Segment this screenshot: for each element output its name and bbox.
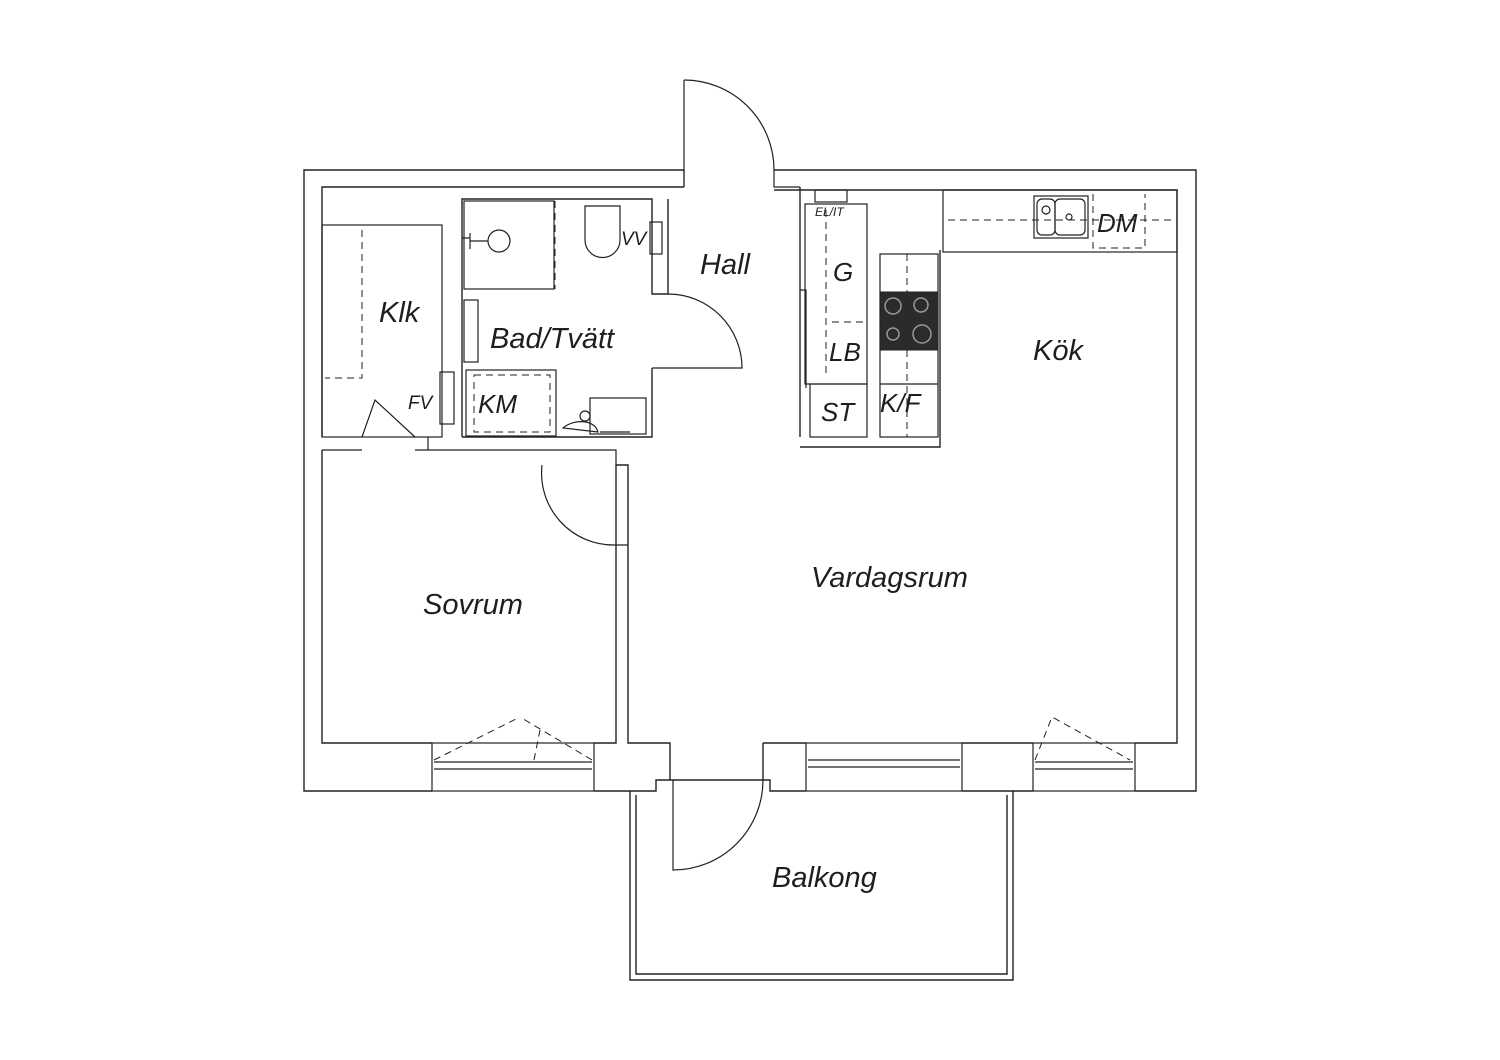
- room-label-vardagsrum: Vardagsrum: [811, 562, 968, 594]
- fixture-label-st: ST: [821, 397, 856, 427]
- outer-walls: [303, 169, 1197, 792]
- bathroom: [322, 198, 669, 465]
- fixture-label-el-it: EL/IT: [815, 205, 845, 219]
- balcony: [629, 779, 1014, 981]
- fixture-label-vv: VV: [621, 229, 649, 250]
- fixture-label-kf: K/F: [880, 388, 923, 418]
- fixture-label-lb: LB: [829, 337, 861, 367]
- bedroom-door: [540, 464, 628, 546]
- hall-storage: [799, 187, 941, 448]
- fixture-label-g: G: [833, 257, 853, 287]
- room-label-kok: Kök: [1033, 335, 1084, 367]
- bathroom-door: [652, 293, 743, 369]
- room-label-klk: Klk: [379, 297, 421, 329]
- closet: [321, 224, 455, 438]
- entrance-door: [683, 79, 800, 188]
- fixture-label-fv: FV: [408, 393, 435, 414]
- fixture-label-km: KM: [478, 389, 517, 419]
- room-label-bad-tvatt: Bad/Tvätt: [490, 323, 616, 355]
- room-label-sovrum: Sovrum: [423, 589, 523, 621]
- room-label-hall: Hall: [700, 249, 752, 281]
- windows: [431, 716, 1136, 792]
- kitchen: [879, 189, 1178, 438]
- room-label-balkong: Balkong: [772, 862, 877, 894]
- fixture-label-dm: DM: [1097, 208, 1138, 238]
